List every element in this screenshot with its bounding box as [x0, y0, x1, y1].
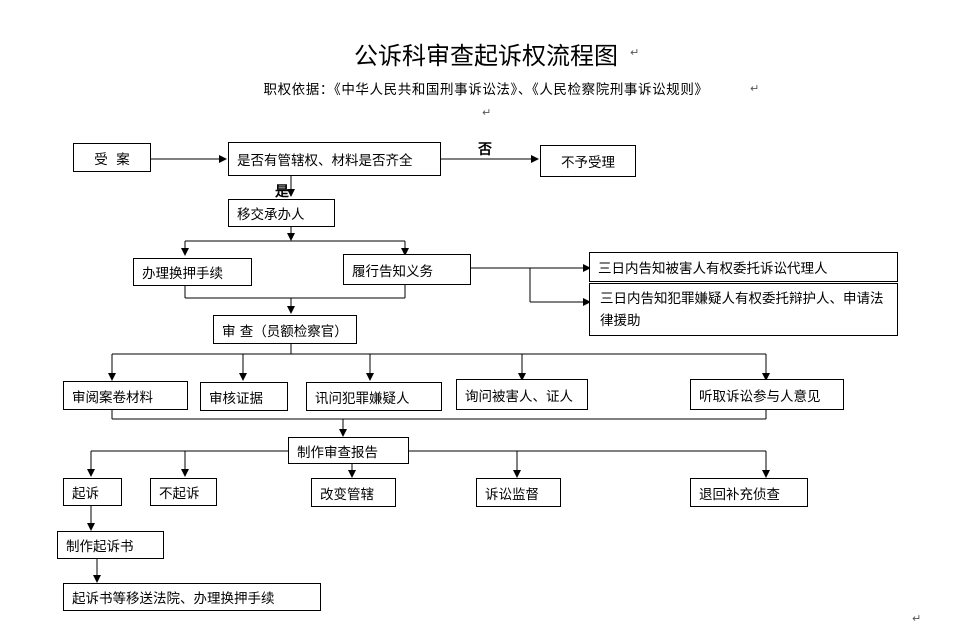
paragraph-mark-icon: ↵ [630, 46, 640, 59]
node-read-files: 审阅案卷材料 [63, 381, 188, 410]
node-change-jurisdiction: 改变管辖 [311, 478, 396, 507]
paragraph-mark-icon: ↵ [750, 82, 760, 95]
node-review: 审 查（员额检察官） [213, 315, 357, 344]
node-inquire: 询问被害人、证人 [456, 379, 588, 410]
legal-basis: 职权依据：《中华人民共和国刑事诉讼法》、《人民检察院刑事诉讼规则》 [263, 82, 709, 98]
node-accept: 受 案 [73, 143, 151, 172]
node-notify: 履行告知义务 [343, 254, 471, 285]
node-jurisdiction: 是否有管辖权、材料是否齐全 [228, 142, 441, 176]
node-report: 制作审查报告 [288, 437, 409, 464]
node-custody: 办理换押手续 [133, 258, 252, 286]
node-deliver: 起诉书等移送法院、办理换押手续 [63, 583, 321, 611]
paragraph-mark-icon: ↵ [912, 612, 922, 625]
node-interrogate: 讯问犯罪嫌疑人 [306, 382, 442, 411]
page-title: 公诉科审查起诉权流程图 [354, 42, 618, 70]
node-supplement: 退回补充侦查 [690, 478, 808, 507]
node-prosecute: 起诉 [63, 478, 122, 506]
paragraph-mark-icon: ↵ [482, 106, 492, 119]
node-notify-suspect: 三日内告知犯罪嫌疑人有权委托辩护人、申请法律援助 [589, 283, 898, 336]
node-indictment: 制作起诉书 [57, 531, 164, 559]
node-hear-opinions: 听取诉讼参与人意见 [690, 379, 844, 410]
node-notify-victim: 三日内告知被害人有权委托诉讼代理人 [589, 252, 898, 282]
node-reject: 不予受理 [540, 145, 636, 177]
label-no: 否 [478, 142, 492, 158]
node-transfer: 移交承办人 [228, 199, 335, 227]
node-supervision: 诉讼监督 [476, 478, 561, 507]
node-no-prosecute: 不起诉 [150, 478, 217, 506]
node-verify-evidence: 审核证据 [200, 382, 288, 411]
label-yes: 是 [275, 184, 289, 200]
